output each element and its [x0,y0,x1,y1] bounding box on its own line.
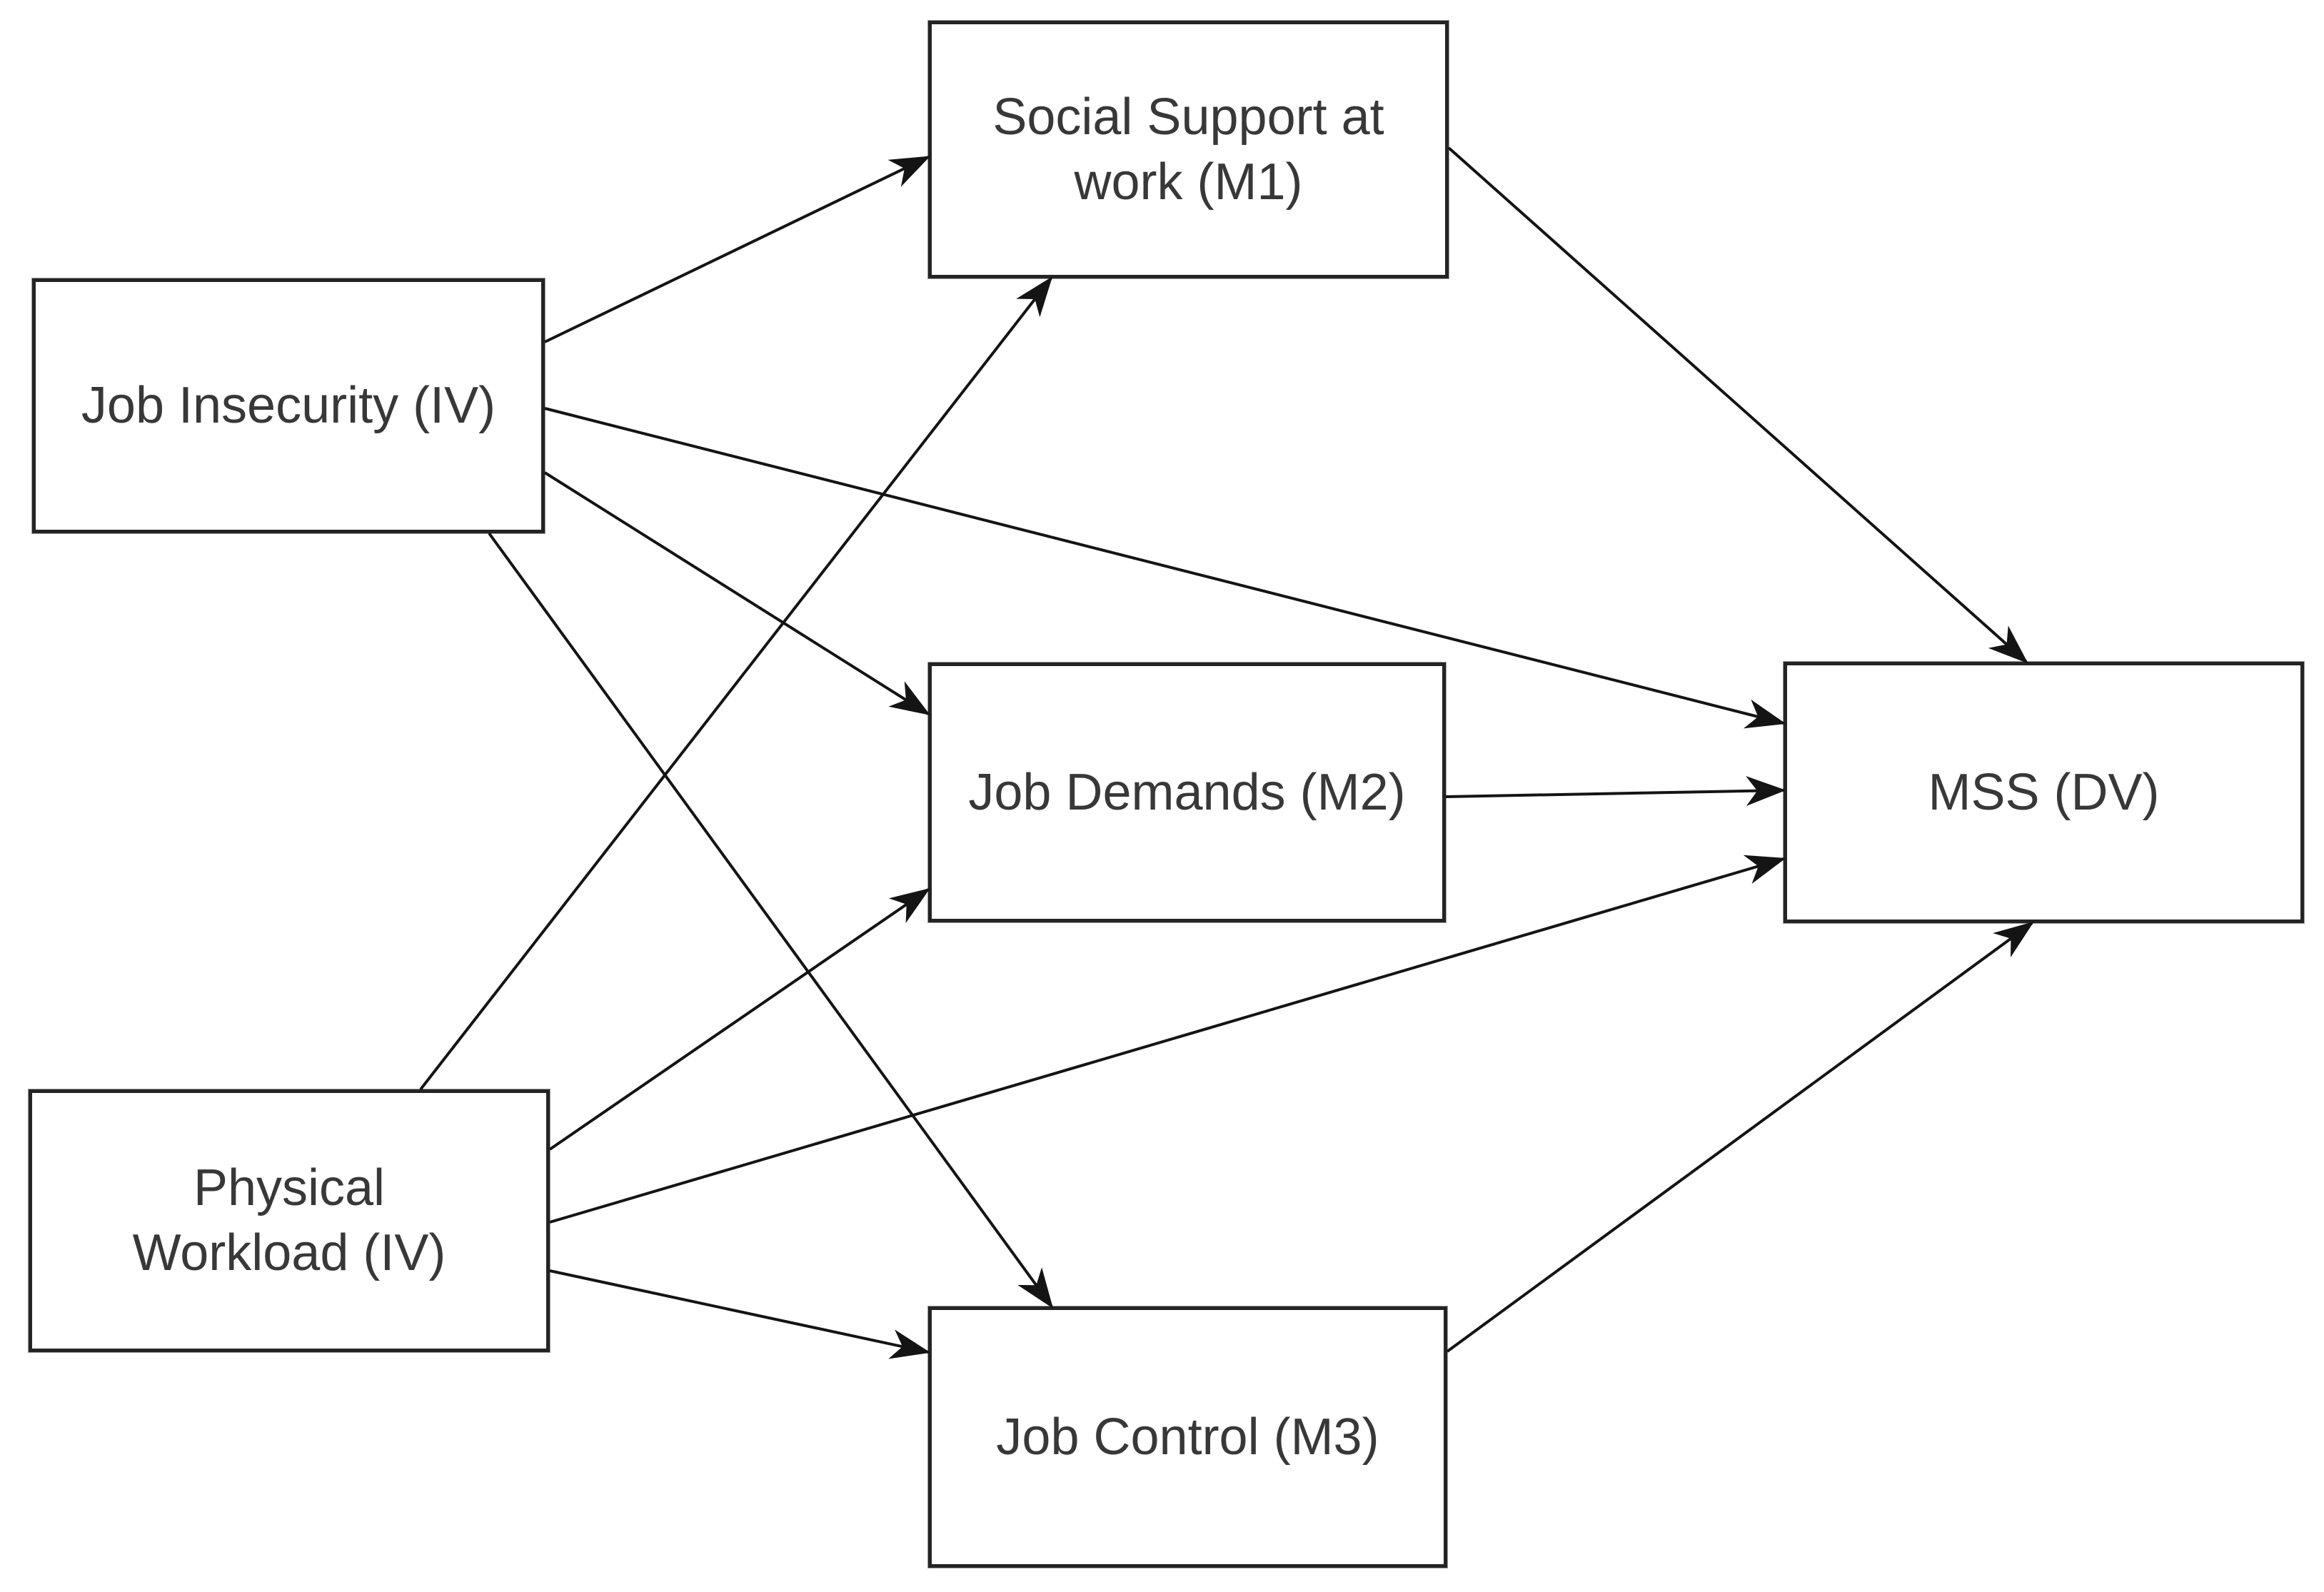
node-job-insecurity: Job Insecurity (IV) [31,278,545,534]
edge-job-control-to-mss [1446,921,2034,1353]
node-job-control-label: Job Control (M3) [996,1408,1379,1466]
node-social-support: Social Support at work (M1) [927,20,1449,279]
edge-job-insecurity-to-job-demands [543,471,930,715]
node-mss-label: MSS (DV) [1928,763,2160,821]
node-mss: MSS (DV) [1783,661,2305,924]
node-job-demands-label: Job Demands (M2) [968,763,1406,821]
node-job-demands: Job Demands (M2) [927,662,1447,923]
node-social-support-label: Social Support at work (M1) [992,88,1384,211]
edge-physical-workload-to-job-demands [548,888,930,1151]
edge-job-insecurity-to-social-support [544,156,931,343]
node-job-control: Job Control (M3) [927,1306,1448,1568]
edge-physical-workload-to-job-control [549,1269,931,1359]
node-physical-workload-label: Physical Workload (IV) [132,1159,446,1281]
node-job-insecurity-label: Job Insecurity (IV) [81,377,496,435]
edge-job-demands-to-mss [1445,776,1786,806]
node-physical-workload: Physical Workload (IV) [28,1089,550,1353]
edge-social-support-to-mss [1447,146,2028,664]
